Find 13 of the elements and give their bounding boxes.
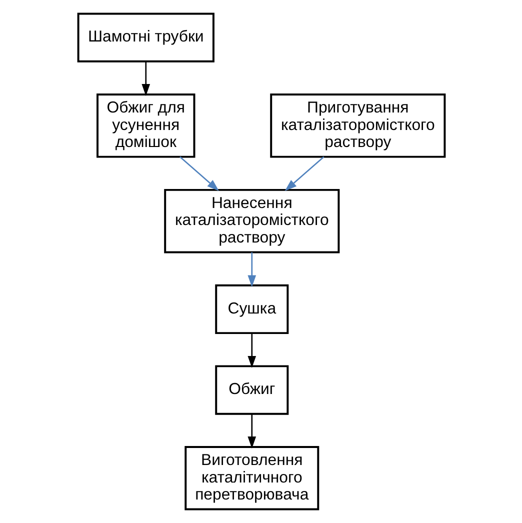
node-box: Шамотні трубки xyxy=(76,12,214,62)
node-box: Нанесення каталізаторомісткого раствору xyxy=(164,188,340,254)
arrow xyxy=(284,156,324,191)
node-box: Сушка xyxy=(214,284,288,334)
arrow xyxy=(247,414,256,448)
node-box: Приготування каталізаторомісткого раствору xyxy=(270,94,446,158)
node-box: Виготовлення каталітичного перетворювача xyxy=(184,446,319,510)
arrow xyxy=(247,333,256,368)
node-box: Обжиг для усунення домішок xyxy=(96,94,195,158)
node-box: Обжиг xyxy=(214,365,288,415)
arrow xyxy=(247,252,256,288)
arrow xyxy=(179,156,218,191)
arrow xyxy=(141,62,150,96)
